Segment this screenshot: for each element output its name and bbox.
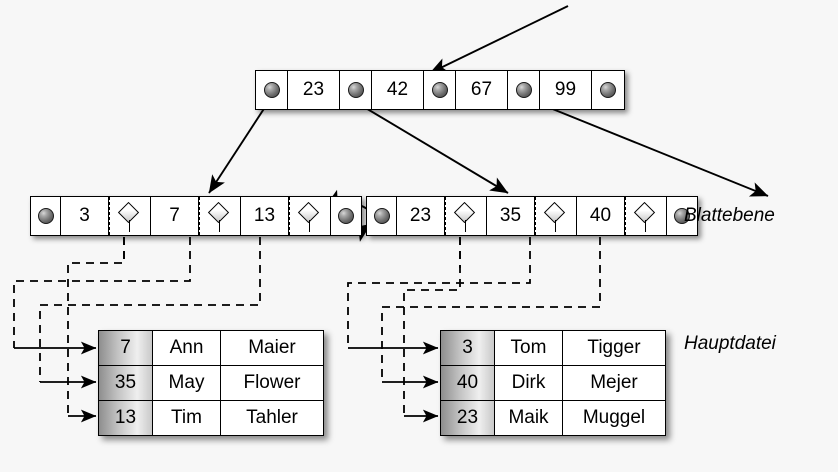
diamond-pointer-icon [117,201,141,232]
row-lastname: Maier [248,337,296,358]
row-firstname: May [153,366,221,400]
root-key-0: 23 [288,71,340,109]
diamond-pointer-icon [207,201,231,232]
row-lastname: Mejer [590,372,638,393]
row-key: 13 [99,401,153,435]
diamond-pointer-icon [453,201,477,232]
root-key-1: 42 [372,71,424,109]
leaf-left-next-pointer[interactable] [331,197,361,235]
row-firstname: Ann [153,331,221,365]
row-lastname: Tigger [587,337,641,358]
leaf-left-record-pointer-2[interactable] [289,197,331,235]
table-row[interactable]: 13 Tim Tahler [99,401,323,435]
diamond-pointer-icon [543,201,567,232]
row-firstname: Maik [495,401,563,435]
table-row[interactable]: 35 May Flower [99,366,323,401]
leaf-left-key-0: 3 [61,197,109,235]
main-file-table-left[interactable]: 7 Ann Maier 35 May Flower 13 Tim Tahler [98,330,324,436]
row-key: 3 [441,331,495,365]
leaf-right-key-0: 23 [397,197,445,235]
root-to-right-leaf-arrow [348,97,509,194]
sphere-pointer-icon [600,82,616,98]
row-firstname: Tom [495,331,563,365]
leaf-left-record-pointer-1[interactable] [199,197,241,235]
row-lastname: Tahler [246,407,298,428]
row-key: 35 [99,366,153,400]
sphere-pointer-icon [263,82,280,98]
sphere-pointer-icon [431,82,448,98]
leaf-node-right[interactable]: 23 35 40 [366,196,698,236]
root-pointer-1[interactable] [340,71,372,109]
leaf-right-next-pointer[interactable] [667,197,697,235]
leaf-right-prev-pointer[interactable] [367,197,397,235]
leaf-right-record-pointer-1[interactable] [535,197,577,235]
leaf-left-key-2: 13 [241,197,289,235]
row-lastname: Flower [243,372,301,393]
leaf-left-key-1: 7 [151,197,199,235]
root-pointer-3[interactable] [508,71,540,109]
root-pointer-0[interactable] [256,71,288,109]
root-key-2: 67 [456,71,508,109]
diamond-pointer-icon [297,201,321,232]
row-lastname: Muggel [582,407,646,428]
root-pointer-2[interactable] [424,71,456,109]
sphere-pointer-icon [37,208,54,224]
root-to-left-leaf-arrow [208,97,272,194]
row-key: 40 [441,366,495,400]
leaf-right-record-pointer-2[interactable] [625,197,667,235]
annotation-main-file: Hauptdatei [684,333,776,354]
leaf-left-record-pointer-0[interactable] [109,197,151,235]
table-row[interactable]: 3 Tom Tigger [441,331,665,366]
leaf-left-prev-pointer[interactable] [31,197,61,235]
leaf-right-key-2: 40 [577,197,625,235]
table-row[interactable]: 40 Dirk Mejer [441,366,665,401]
annotation-leaf-level: Blattebene [684,205,775,226]
root-key-3: 99 [540,71,592,109]
sphere-pointer-icon [338,208,354,224]
table-row[interactable]: 23 Maik Muggel [441,401,665,435]
sphere-pointer-icon [347,82,364,98]
incoming-root-arrow [429,5,569,74]
table-row[interactable]: 7 Ann Maier [99,331,323,366]
sphere-pointer-icon [674,208,690,224]
root-node[interactable]: 23 42 67 99 [255,70,625,110]
main-file-table-right[interactable]: 3 Tom Tigger 40 Dirk Mejer 23 Maik Mugge… [440,330,666,436]
diamond-pointer-icon [633,201,657,232]
sphere-pointer-icon [515,82,532,98]
row-firstname: Tim [153,401,221,435]
root-pointer-4[interactable] [592,71,624,109]
row-key: 7 [99,331,153,365]
sphere-pointer-icon [373,208,390,224]
leaf-right-key-1: 35 [487,197,535,235]
leaf-right-record-pointer-0[interactable] [445,197,487,235]
row-firstname: Dirk [495,366,563,400]
row-key: 23 [441,401,495,435]
leaf-node-left[interactable]: 3 7 13 [30,196,362,236]
